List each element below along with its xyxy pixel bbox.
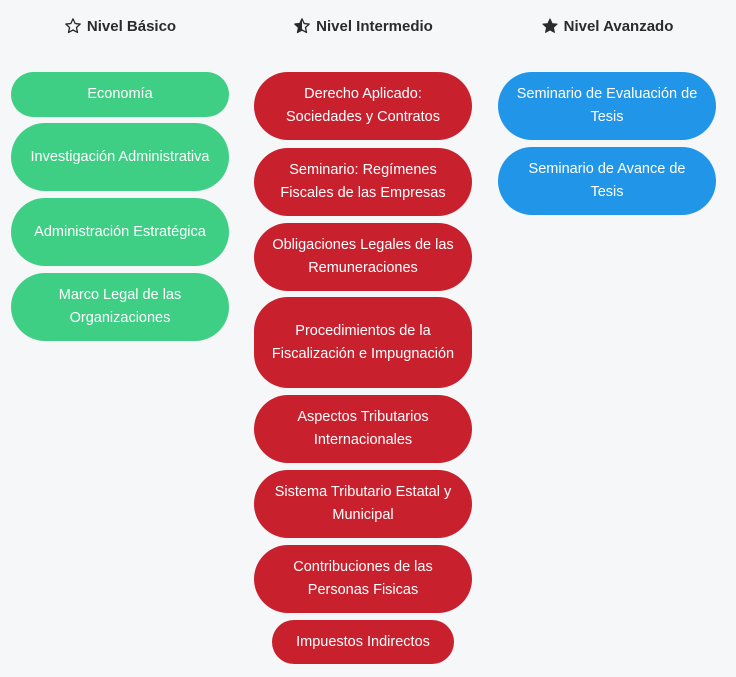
level-basic-header: Nivel Básico xyxy=(11,0,229,52)
course-seminario-avance-tesis[interactable]: Seminario de Avance de Tesis xyxy=(498,147,716,215)
star-filled-icon xyxy=(541,17,559,35)
course-contribuciones-personas[interactable]: Contribuciones de las Personas Fisicas xyxy=(254,545,472,613)
level-advanced-header: Nivel Avanzado xyxy=(498,0,716,52)
course-regimenes-fiscales[interactable]: Seminario: Regímenes Fiscales de las Emp… xyxy=(254,148,472,216)
course-procedimientos-fiscalizacion[interactable]: Procedimientos de la Fiscalización e Imp… xyxy=(254,297,472,388)
level-advanced-column: Nivel Avanzado Seminario de Evaluación d… xyxy=(498,0,716,215)
course-derecho-aplicado[interactable]: Derecho Aplicado: Sociedades y Contratos xyxy=(254,72,472,140)
course-investigacion-administrativa[interactable]: Investigación Administrativa xyxy=(11,123,229,191)
level-intermediate-header: Nivel Intermedio xyxy=(254,0,472,52)
course-economia[interactable]: Economía xyxy=(11,72,229,117)
course-administracion-estrategica[interactable]: Administración Estratégica xyxy=(11,198,229,266)
course-seminario-evaluacion-tesis[interactable]: Seminario de Evaluación de Tesis xyxy=(498,72,716,140)
star-half-icon xyxy=(293,17,311,35)
level-basic-title: Nivel Básico xyxy=(86,17,177,35)
star-outline-icon xyxy=(64,17,82,35)
course-impuestos-indirectos[interactable]: Impuestos Indirectos xyxy=(272,620,454,664)
course-aspectos-tributarios[interactable]: Aspectos Tributarios Internacionales xyxy=(254,395,472,463)
level-intermediate-title: Nivel Intermedio xyxy=(316,17,433,35)
level-advanced-title: Nivel Avanzado xyxy=(563,17,674,35)
level-basic-column: Nivel Básico Economía Investigación Admi… xyxy=(11,0,229,341)
course-sistema-tributario[interactable]: Sistema Tributario Estatal y Municipal xyxy=(254,470,472,538)
course-marco-legal[interactable]: Marco Legal de las Organizaciones xyxy=(11,273,229,341)
level-intermediate-column: Nivel Intermedio Derecho Aplicado: Socie… xyxy=(254,0,472,664)
course-obligaciones-legales[interactable]: Obligaciones Legales de las Remuneracion… xyxy=(254,223,472,291)
